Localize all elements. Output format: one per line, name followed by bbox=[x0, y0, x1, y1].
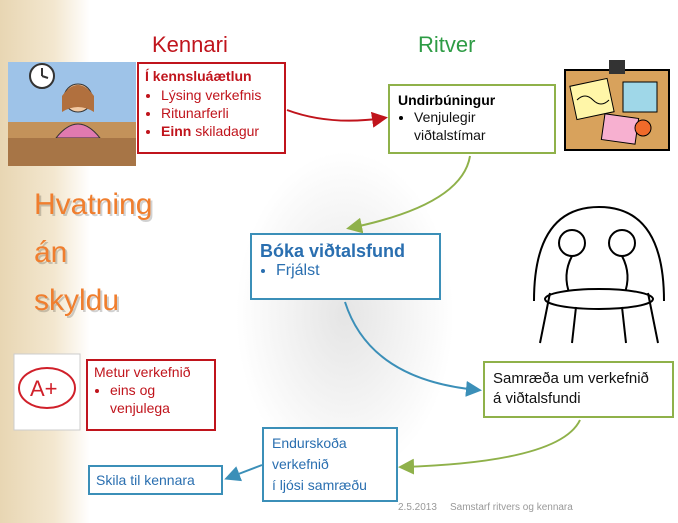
arrow-discussion-to-revision bbox=[398, 419, 581, 475]
assessment-title: Metur verkefnið bbox=[94, 364, 191, 380]
bulletin-board-clipart bbox=[564, 60, 670, 151]
revision-line3: í ljósi samræðu bbox=[272, 477, 367, 493]
booking-box: Bóka viðtalsfund Frjálst bbox=[250, 233, 441, 300]
motto-line1: Hvatning bbox=[34, 188, 153, 221]
preparation-title: Undirbúningur bbox=[398, 92, 496, 108]
svg-text:A+: A+ bbox=[30, 376, 58, 401]
footer-date: 2.5.2013 bbox=[398, 502, 437, 513]
assessment-item: eins og venjulega bbox=[110, 381, 208, 417]
booking-title: Bóka viðtalsfund bbox=[260, 241, 406, 261]
discussion-box: Samræða um verkefnið á viðtalsfundi bbox=[483, 361, 674, 418]
revision-line1: Endurskoða bbox=[272, 435, 347, 451]
motto-text: Hvatning án skyldu bbox=[34, 181, 152, 325]
plan-item-bold: Einn bbox=[161, 123, 192, 139]
arrow-book-to-discussion bbox=[344, 301, 482, 397]
background-watermark bbox=[235, 150, 455, 480]
teacher-column-title: Kennari bbox=[152, 32, 228, 57]
arrow-plan-to-prep bbox=[286, 109, 388, 128]
teaching-plan-title: Í kennsluáætlun bbox=[145, 68, 252, 84]
preparation-item: Venjulegir viðtalstímar bbox=[414, 108, 546, 144]
motto-line2: án bbox=[34, 236, 68, 269]
plan-item: Lýsing verkefnis bbox=[161, 86, 278, 104]
assessment-box: Metur verkefnið eins og venjulega bbox=[86, 359, 216, 431]
plan-item: Einn skiladagur bbox=[161, 122, 278, 140]
grade-clipart: A+ bbox=[13, 353, 81, 431]
arrow-revision-to-submit bbox=[224, 464, 263, 482]
center-column-title: Ritver bbox=[418, 32, 476, 57]
plan-item-rest: skiladagur bbox=[191, 123, 260, 139]
revision-box: Endurskoða verkefnið í ljósi samræðu bbox=[262, 427, 398, 502]
plan-item: Ritunarferli bbox=[161, 104, 278, 122]
motto-line3: skyldu bbox=[34, 284, 120, 317]
footer-title: Samstarf ritvers og kennara bbox=[450, 502, 573, 513]
discussion-line1: Samræða um verkefnið bbox=[493, 370, 649, 387]
arrow-prep-to-book bbox=[346, 155, 471, 234]
submit-box: Skila til kennara bbox=[88, 465, 223, 495]
teacher-clipart bbox=[8, 62, 136, 166]
teaching-plan-box: Í kennsluáætlun Lýsing verkefnis Ritunar… bbox=[137, 62, 286, 154]
preparation-box: Undirbúningur Venjulegir viðtalstímar bbox=[388, 84, 556, 154]
booking-item: Frjálst bbox=[276, 262, 431, 280]
discussion-line2: á viðtalsfundi bbox=[493, 390, 581, 407]
revision-line2: verkefnið bbox=[272, 456, 329, 472]
meeting-clipart bbox=[533, 205, 665, 344]
